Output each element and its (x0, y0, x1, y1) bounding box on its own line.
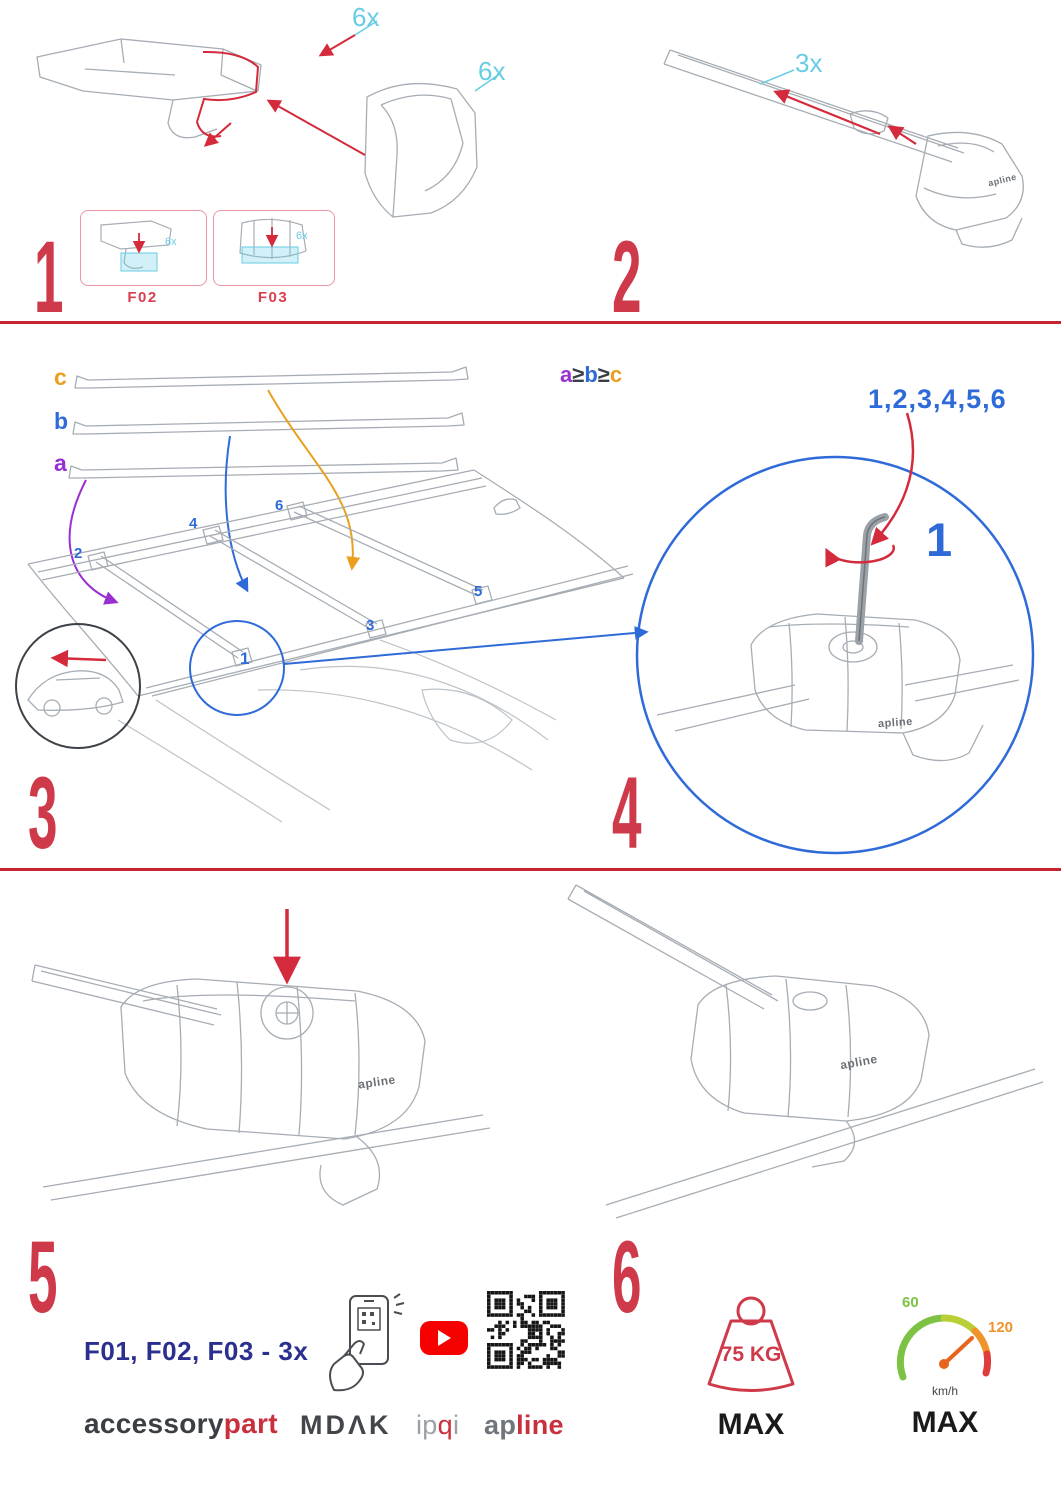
formula-b: b (584, 362, 598, 387)
part-box-f03: 6x (213, 210, 335, 286)
tightening-sequence-label: 1,2,3,4,5,6 (868, 384, 1007, 414)
mounted-crossbars-drawing (87, 501, 493, 667)
mdak-logo: MDΛK (300, 1410, 392, 1440)
car-body-drawing (117, 639, 557, 823)
crossbar-c-drawing (74, 366, 469, 389)
leader-a-purple (68, 479, 119, 605)
roof-rails-drawing (27, 469, 634, 697)
crossbar-a-drawing (68, 457, 459, 479)
mounted-clamp-drawing (567, 884, 1044, 1219)
step5-number: 5 (28, 1220, 57, 1334)
qr-code (487, 1291, 565, 1369)
f02-code-label: F02 (127, 289, 158, 306)
crossbar-drawing (663, 49, 965, 163)
step3-roof-installation-illustration (15, 366, 649, 823)
speed-low-label: 60 (902, 1294, 919, 1311)
step3-number: 3 (28, 756, 57, 870)
leader-b-blue (224, 435, 249, 593)
zoom-circle (635, 455, 1035, 855)
rail-end-clamp-drawing (36, 38, 262, 139)
ipqi-logo-red: q (437, 1410, 453, 1440)
step1-number: 1 (34, 220, 63, 334)
speedometer-icon (896, 1314, 992, 1381)
size-order-formula: a≥b≥c (560, 364, 622, 386)
ipqi-logo-gray-2: i (452, 1410, 460, 1440)
slide-in-arrows (773, 89, 917, 145)
roof-position-5: 5 (474, 583, 483, 600)
end-clamp-drawing (915, 131, 1024, 248)
formula-gte-1: ≥ (572, 362, 585, 387)
youtube-icon (420, 1321, 468, 1355)
qty-leader-line (759, 69, 795, 85)
max-load-icon (707, 1296, 795, 1392)
bar-label-a: a (54, 450, 67, 476)
section-divider-2 (0, 868, 1061, 871)
roof-position-4: 4 (189, 515, 198, 532)
apline-logo-red: line (516, 1410, 564, 1440)
step4-callout-1: 1 (926, 513, 953, 566)
ipqi-logo-gray-1: ip (416, 1410, 438, 1440)
car-direction-inset (15, 623, 141, 749)
speed-unit-label: km/h (931, 1384, 958, 1398)
step5-knob-detail-illustration (31, 909, 491, 1206)
zoom-source-circle (189, 620, 285, 716)
bar-label-c: c (54, 364, 67, 390)
cover-cap-drawing (364, 82, 478, 218)
max-speed-label: MAX (911, 1406, 979, 1439)
step6-mounted-clamp-illustration (567, 884, 1044, 1219)
formula-gte-2: ≥ (597, 362, 610, 387)
speed-high-label: 120 (988, 1319, 1014, 1336)
step4-tightening-detail-illustration (635, 412, 1035, 855)
apline-logo: apline (484, 1412, 564, 1439)
front-direction-arrow (50, 649, 107, 668)
leader-c-orange (267, 389, 361, 571)
step1-exploded-illustration (36, 20, 502, 218)
max-load-label: MAX (717, 1408, 785, 1441)
apline-logo-gray: ap (484, 1410, 517, 1440)
part-box-f02: 6x (80, 210, 207, 286)
formula-c: c (609, 362, 623, 387)
step1-qty-right-label: 6x (478, 56, 506, 86)
crossbar-b-drawing (72, 412, 465, 435)
phone-scan-icon (329, 1293, 405, 1392)
roof-position-3: 3 (366, 617, 375, 634)
clamp-detail-drawing (656, 613, 1020, 762)
assembly-arrows (203, 34, 366, 156)
ipqi-logo: ipqi (416, 1412, 459, 1439)
f02-qty-label: 6x (165, 236, 177, 248)
formula-a: a (560, 362, 573, 387)
clamp-with-knob-drawing (31, 964, 491, 1206)
step6-number: 6 (612, 1220, 641, 1334)
step1-qty-top-label: 6x (352, 2, 380, 32)
play-icon (437, 1330, 451, 1346)
accessorypart-logo-red: part (223, 1408, 278, 1439)
f03-part-drawing (239, 218, 307, 264)
needle (942, 1336, 974, 1366)
step2-crossbar-illustration (663, 49, 1024, 248)
f03-code-label: F03 (257, 289, 289, 306)
accessorypart-logo-black: accessory (84, 1408, 224, 1439)
sequence-arrow (870, 412, 915, 546)
step2-number: 2 (612, 220, 641, 334)
roof-position-2: 2 (74, 545, 83, 562)
accessorypart-logo: accessorypart (84, 1410, 278, 1438)
step2-qty-label: 3x (795, 48, 823, 78)
allen-key (855, 513, 889, 645)
zoom-arrow (283, 626, 649, 665)
f03-qty-label: 6x (296, 230, 308, 242)
roof-position-6: 6 (275, 497, 284, 514)
max-load-value: 75 KG (720, 1343, 782, 1366)
f02-part-drawing (100, 220, 172, 272)
roof-position-1: 1 (240, 649, 250, 668)
section-divider-1 (0, 321, 1061, 324)
kit-contents-label: F01, F02, F03 - 3x (84, 1336, 309, 1366)
bar-label-b: b (54, 408, 69, 434)
qty-leader-lines (354, 20, 502, 92)
rotation-arrow (825, 544, 895, 568)
step4-number: 4 (612, 756, 641, 870)
